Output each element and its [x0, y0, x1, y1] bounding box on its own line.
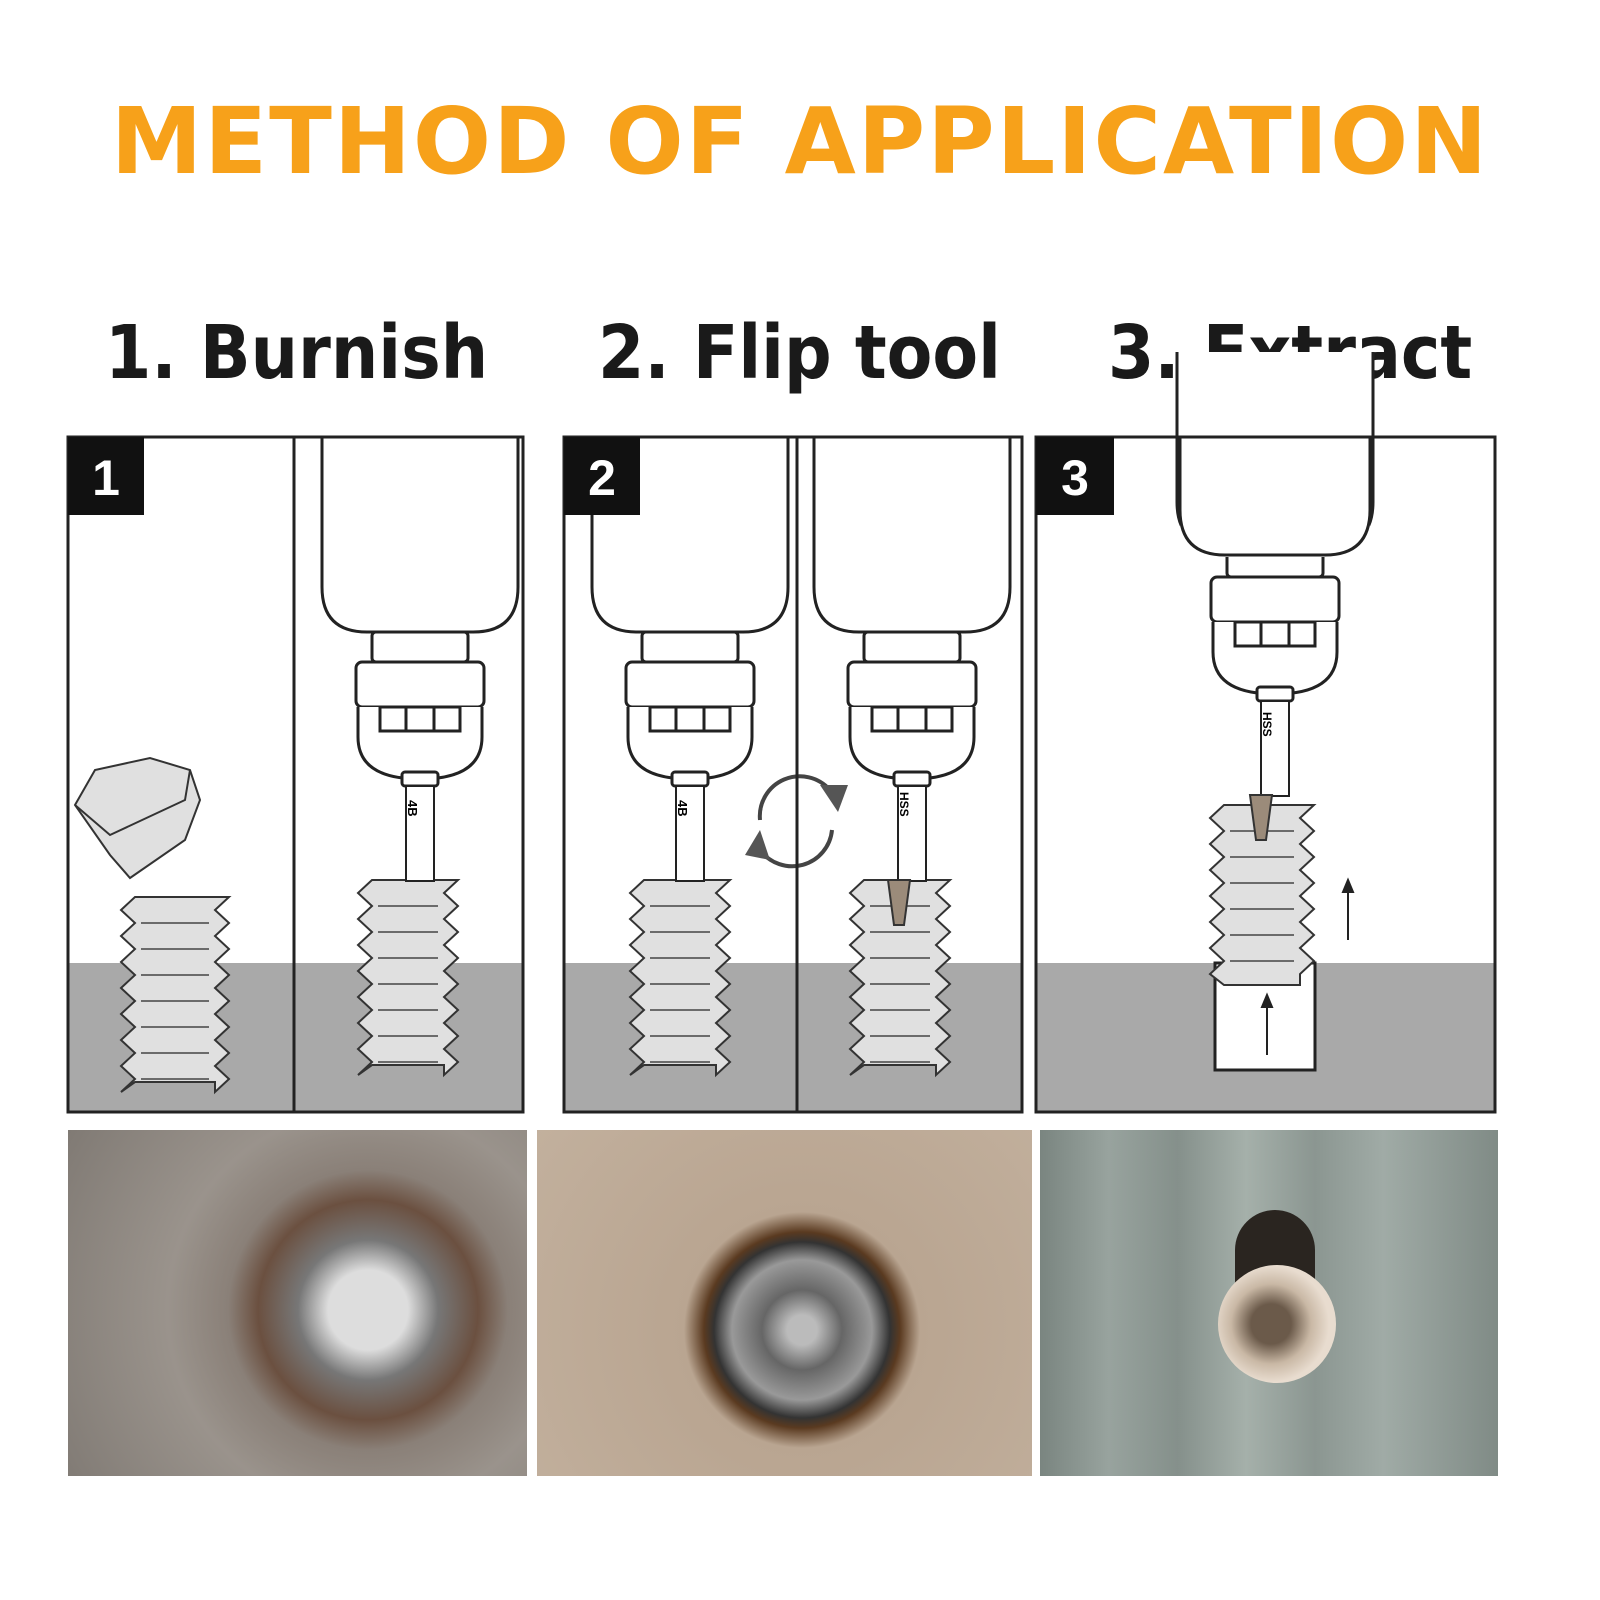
photo-extracted-screw: [1040, 1130, 1498, 1476]
badge-1: 1: [92, 450, 120, 506]
flip-icon: [745, 774, 848, 869]
page-title: METHOD OF APPLICATION: [110, 88, 1490, 195]
photo-screw-in-wood: [537, 1130, 1032, 1476]
step-2-heading: 2. Flip tool: [598, 310, 1002, 396]
screw-1a: [119, 896, 232, 1095]
up-arrows-icon: [1260, 877, 1355, 1055]
screw-1b: [356, 879, 461, 1078]
screw-2a: [628, 879, 733, 1078]
diagram-panels: 4B 4B HSS HSS 1 2 3: [66, 350, 1497, 1114]
bit-label-2a: 4B: [675, 800, 690, 817]
extractor-tip-2: [886, 879, 912, 926]
photo-burnished-screw: [68, 1130, 527, 1476]
bit-label-2b: HSS: [897, 792, 911, 817]
extractor-tip-3: [1248, 794, 1274, 841]
drill-2b: [812, 435, 1012, 883]
broken-screw-head: [73, 756, 202, 880]
ground-2: [564, 963, 1022, 1112]
badge-2: 2: [588, 450, 616, 506]
drill-3: [1175, 350, 1375, 798]
step-1-heading: 1. Burnish: [105, 310, 489, 396]
screw-3: [1208, 804, 1317, 986]
screw-2b: [848, 879, 953, 1078]
bit-label-1: 4B: [405, 800, 420, 817]
bit-label-3: HSS: [1260, 712, 1274, 737]
badge-3: 3: [1061, 450, 1089, 506]
